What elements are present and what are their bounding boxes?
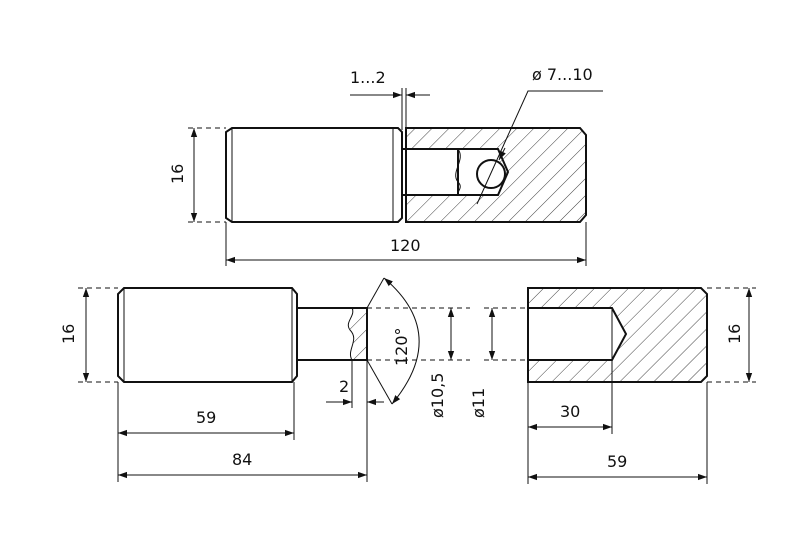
sleeve-hole-depth-label: 30 xyxy=(560,402,580,421)
pin-height-label: 16 xyxy=(59,324,78,344)
sleeve-len-label: 59 xyxy=(607,452,627,471)
top-pin-break xyxy=(455,148,461,196)
top-height-label: 16 xyxy=(168,164,187,184)
top-hole-outline xyxy=(406,148,510,196)
pin-total-len-label: 84 xyxy=(232,450,252,469)
pin-body-len-label: 59 xyxy=(196,408,216,427)
pin-part: 120° 2 16 59 84 xyxy=(59,277,420,482)
pin-shaft xyxy=(297,307,352,361)
top-length-label: 120 xyxy=(390,236,421,255)
sleeve-hole-outline xyxy=(528,307,628,361)
pin-dia-a-label: ø10,5 xyxy=(428,373,447,418)
pin-small-label: 2 xyxy=(339,377,349,396)
diameter-dims: ø10,5 ø11 xyxy=(367,307,528,418)
top-sleeve-outline xyxy=(405,127,587,223)
sleeve-hole xyxy=(528,308,626,360)
top-assembly: ø 7...10 1...2 16 120 xyxy=(168,65,603,266)
pin-dia-b-label: ø11 xyxy=(469,388,488,418)
pin-angle-arc xyxy=(383,277,420,405)
top-ball-leader xyxy=(476,90,603,205)
top-gap-label: 1...2 xyxy=(350,68,386,87)
sleeve-part: 30 59 16 xyxy=(527,287,756,484)
pin-body xyxy=(117,287,298,383)
sleeve-height-label: 16 xyxy=(725,324,744,344)
top-pin-shaft xyxy=(401,148,459,196)
pin-angle-label: 120° xyxy=(392,327,411,366)
top-ball-label: ø 7...10 xyxy=(532,65,593,84)
pin-break-hatch xyxy=(348,308,367,360)
top-pin-body xyxy=(225,127,403,223)
